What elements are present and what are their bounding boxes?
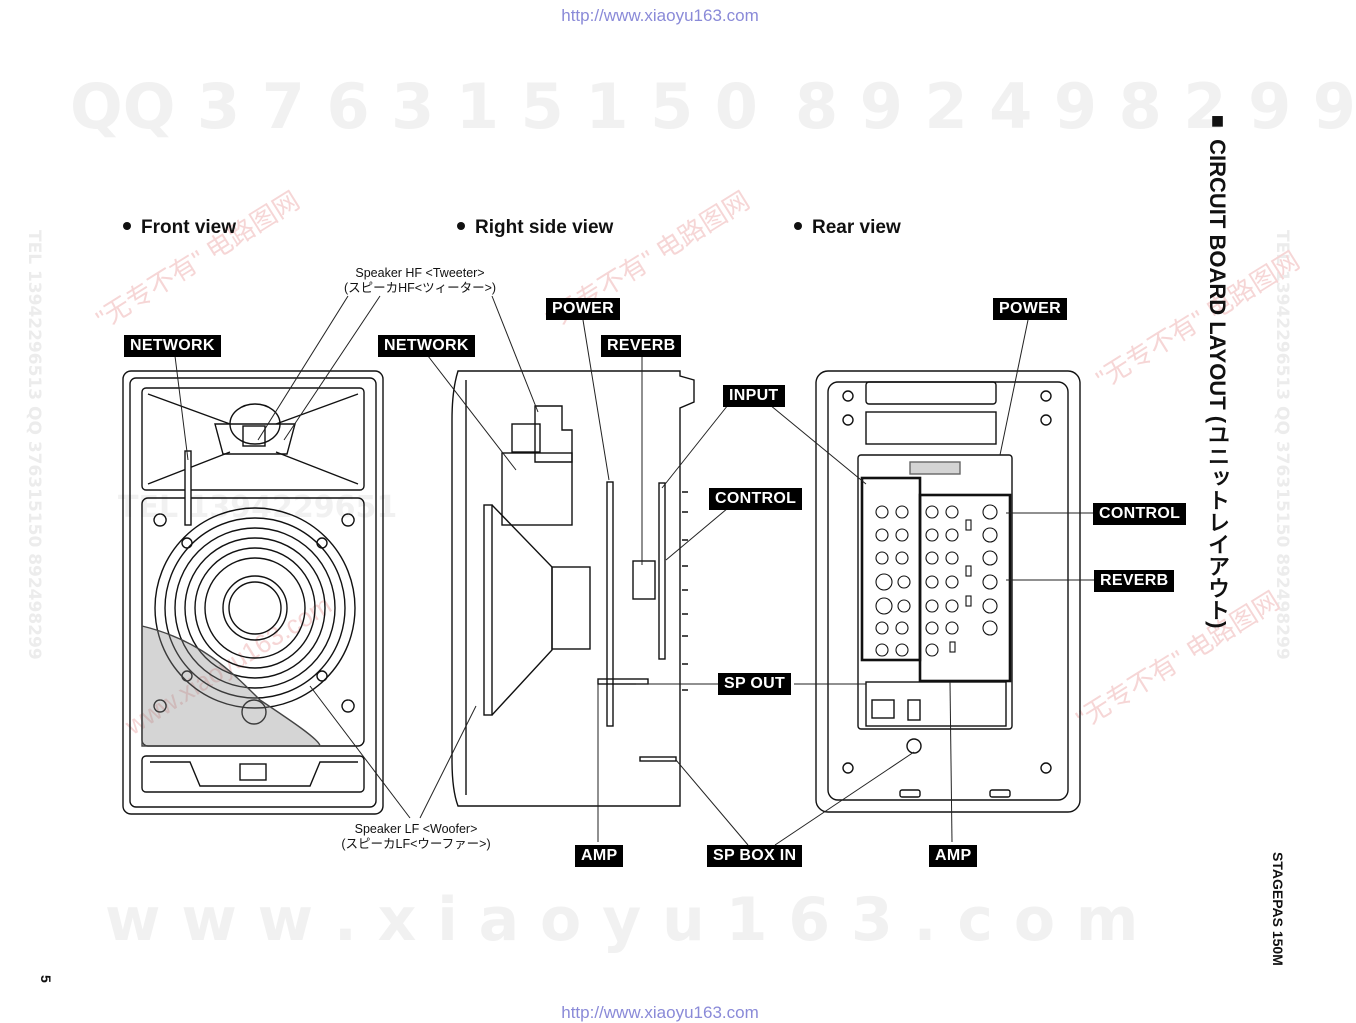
watermark-tel-left: TEL 13942296513 QQ 376315150 892498299 bbox=[24, 230, 44, 660]
rear-speaker-cabinet bbox=[815, 370, 1081, 813]
watermark-qq-right: 8 9 2 4 9 8 2 9 9 bbox=[795, 70, 1356, 143]
speaker-lf-line1: Speaker LF <Woofer> bbox=[354, 822, 478, 836]
amp-side-label: AMP bbox=[575, 845, 624, 867]
bullet-icon bbox=[457, 221, 465, 230]
right-side-view-label: Right side view bbox=[475, 217, 614, 238]
watermark-mid-tel: TEL 1394229651 bbox=[118, 490, 398, 525]
input-label: INPUT bbox=[723, 385, 785, 407]
reverb-rear-label: REVERB bbox=[1094, 570, 1175, 592]
rear-view-heading: Rear view bbox=[794, 217, 901, 239]
speaker-hf-caption: Speaker HF <Tweeter> (スピーカHF<ツィーター>) bbox=[320, 266, 520, 296]
rear-view-label: Rear view bbox=[812, 217, 901, 238]
speaker-hf-line1: Speaker HF <Tweeter> bbox=[355, 266, 485, 280]
speaker-lf-caption: Speaker LF <Woofer> (スピーカLF<ウーファー>) bbox=[316, 822, 516, 852]
network-side-label: NETWORK bbox=[378, 335, 475, 357]
footer-url[interactable]: http://www.xiaoyu163.com bbox=[561, 1003, 759, 1022]
sp-box-in-label: SP BOX IN bbox=[707, 845, 803, 867]
front-view-label: Front view bbox=[141, 217, 237, 238]
front-speaker-cabinet bbox=[122, 370, 384, 815]
reverb-side-label: REVERB bbox=[601, 335, 682, 357]
speaker-lf-line2: (スピーカLF<ウーファー>) bbox=[341, 837, 491, 851]
sp-out-label: SP OUT bbox=[718, 673, 792, 695]
header-url[interactable]: http://www.xiaoyu163.com bbox=[561, 6, 759, 25]
page-number: 5 bbox=[38, 975, 54, 983]
side-speaker-cabinet bbox=[451, 370, 695, 807]
right-side-view-heading: Right side view bbox=[457, 217, 613, 239]
watermark-qq-left: QQ 3 7 6 3 1 5 1 5 0 bbox=[70, 70, 758, 143]
watermark-bottom: w w w . x i a o y u 1 6 3 . c o m bbox=[105, 885, 1139, 955]
speaker-hf-line2: (スピーカHF<ツィーター>) bbox=[343, 281, 497, 295]
front-view-heading: Front view bbox=[123, 217, 236, 239]
bullet-icon bbox=[794, 221, 802, 230]
watermark-tel-right: TEL 13942296513 QQ 376315150 892498299 bbox=[1272, 230, 1292, 660]
control-side-label: CONTROL bbox=[709, 488, 803, 510]
power-rear-label: POWER bbox=[993, 298, 1067, 320]
leader-lines bbox=[174, 295, 1094, 846]
page-title: ■ CIRCUIT BOARD LAYOUT (ユニットレイアウト) bbox=[1205, 108, 1230, 629]
model-name: STAGEPAS 150M bbox=[1270, 852, 1286, 966]
network-front-label: NETWORK bbox=[124, 335, 221, 357]
control-rear-label: CONTROL bbox=[1093, 503, 1187, 525]
bullet-icon bbox=[123, 221, 131, 230]
circuit-board-drawing bbox=[122, 295, 1094, 846]
power-side-label: POWER bbox=[546, 298, 620, 320]
amp-rear-label: AMP bbox=[929, 845, 978, 867]
